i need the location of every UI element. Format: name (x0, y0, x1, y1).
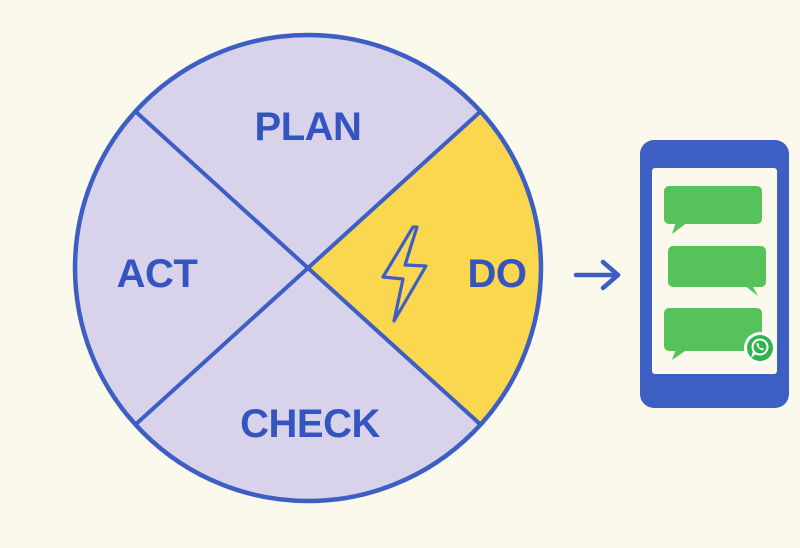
lightning-bolt-icon (381, 225, 428, 323)
quadrant-plan-sector (135, 34, 481, 269)
quadrant-label-check: CHECK (240, 402, 380, 446)
pdca-cycle: PLAN DO CHECK ACT (72, 32, 544, 504)
quadrant-act-sector (74, 111, 308, 425)
message-bubble (664, 186, 762, 234)
message-bubble (668, 246, 766, 296)
arrow-right-icon (573, 259, 621, 291)
smartphone-icon (640, 140, 789, 408)
message-bubble (664, 308, 762, 360)
quadrant-label-act: ACT (117, 252, 198, 296)
whatsapp-icon (744, 332, 776, 364)
divider-line-diagonal-2 (133, 109, 483, 427)
cycle-outline (72, 32, 544, 504)
quadrant-label-plan: PLAN (255, 105, 362, 149)
quadrant-label-do: DO (468, 252, 527, 296)
quadrant-check-sector (135, 268, 481, 502)
